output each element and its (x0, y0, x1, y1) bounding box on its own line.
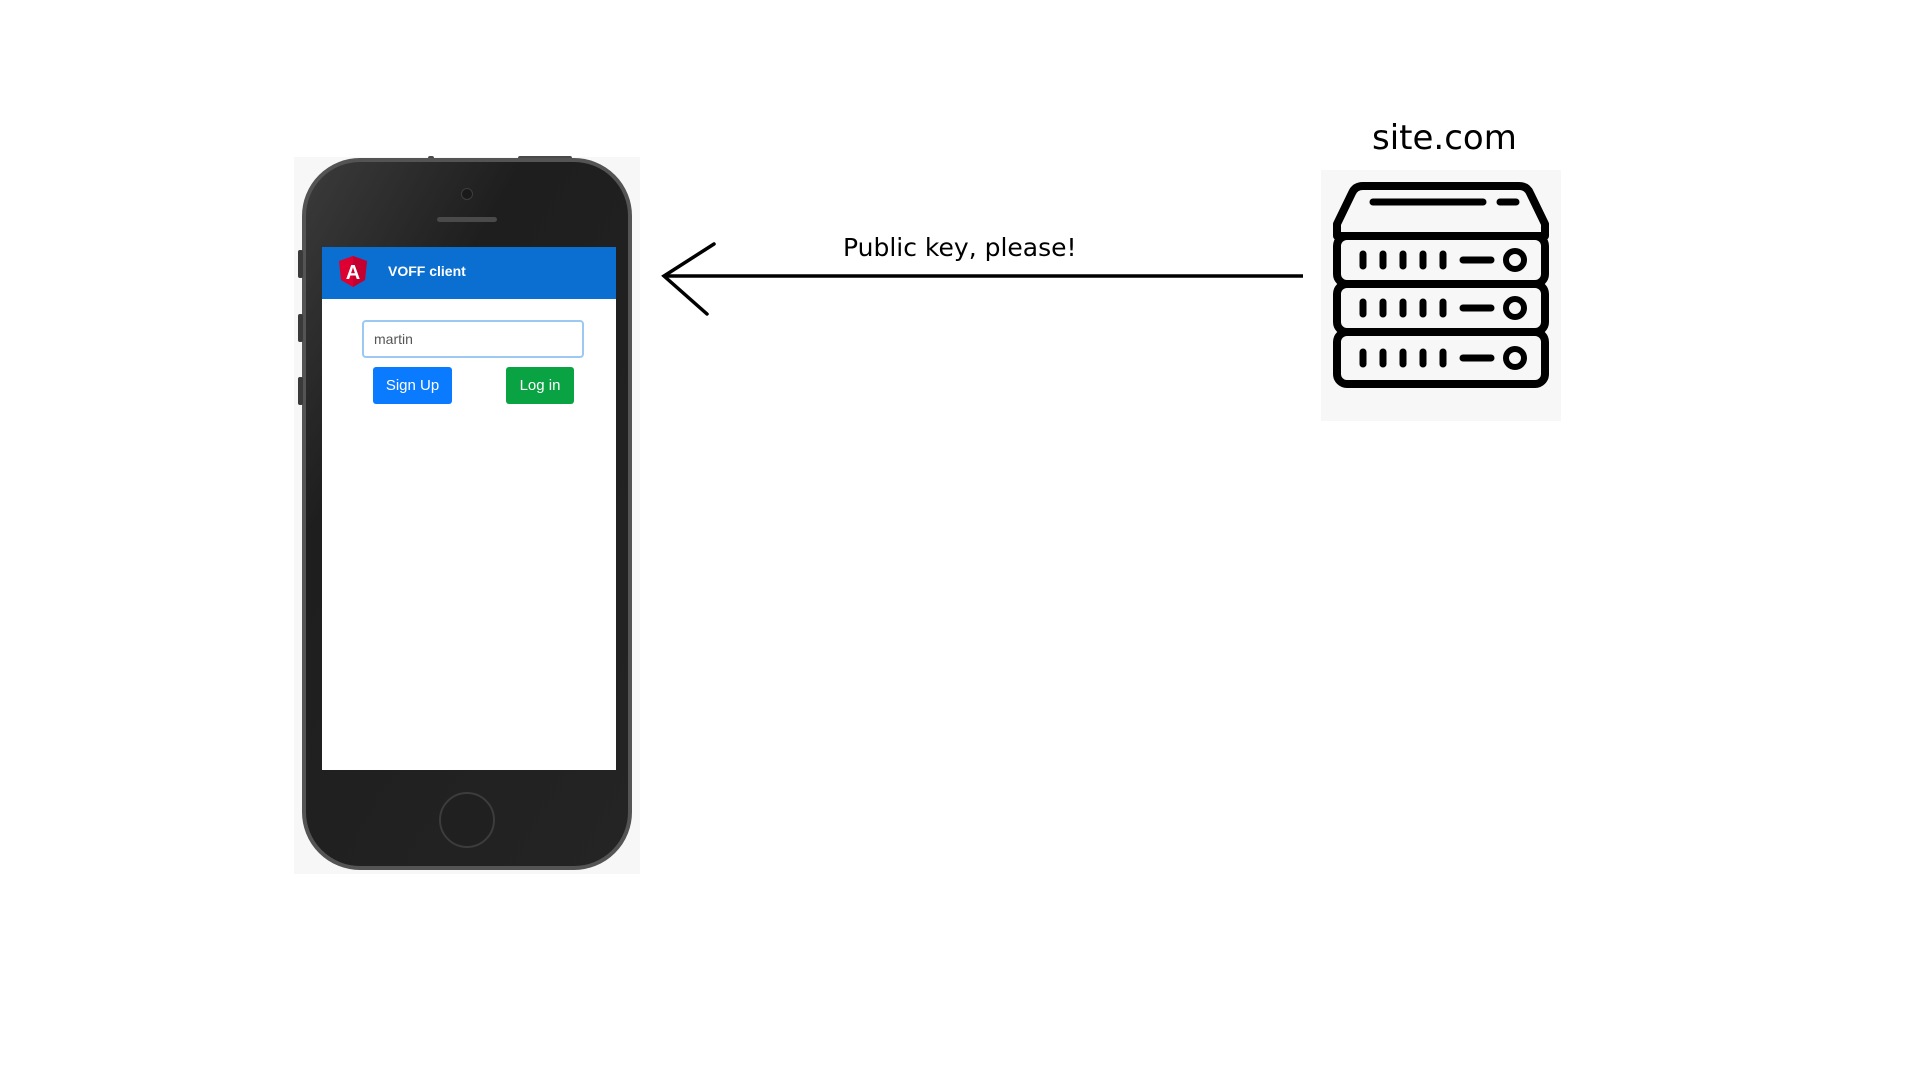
phone-volume-down-button (298, 377, 303, 405)
arrow-head (661, 242, 716, 316)
angular-logo-letter: A (346, 262, 360, 284)
app-title: VOFF client (388, 263, 466, 279)
server-title: site.com (1372, 118, 1517, 158)
phone-volume-up-button (298, 314, 303, 342)
phone-screen: A VOFF client Sign Up Log in (322, 247, 616, 770)
server-rack-icon (1333, 182, 1549, 388)
log-in-button[interactable]: Log in (506, 367, 574, 404)
phone-mute-switch (298, 250, 303, 278)
server-icon-backdrop (1321, 170, 1561, 421)
sign-up-button[interactable]: Sign Up (373, 367, 452, 404)
arrow-label: Public key, please! (843, 233, 1077, 262)
username-input[interactable] (362, 320, 584, 358)
app-header: A VOFF client (322, 247, 616, 299)
phone-camera (461, 188, 473, 200)
angular-logo-icon: A (339, 256, 367, 287)
phone-home-button (439, 792, 495, 848)
phone-speaker (437, 217, 497, 222)
